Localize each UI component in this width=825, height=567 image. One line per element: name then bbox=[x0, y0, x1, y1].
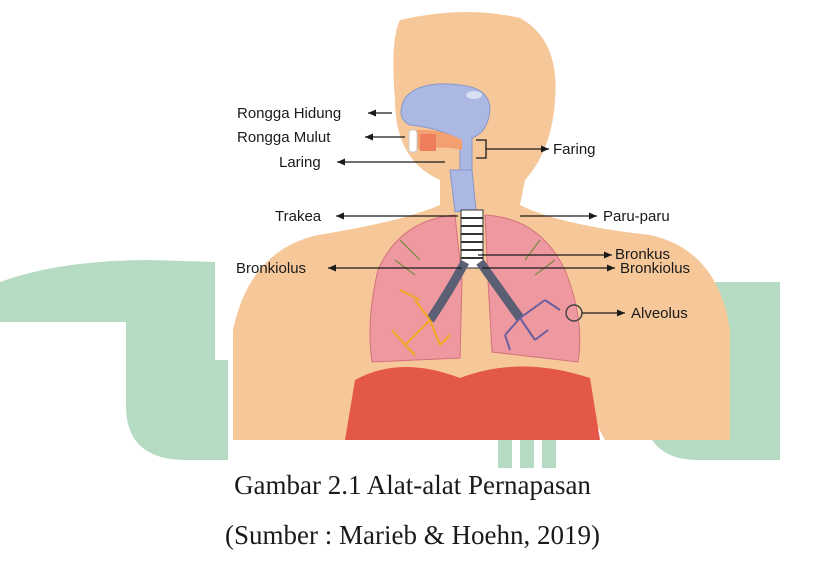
figure-caption-source: (Sumber : Marieb & Hoehn, 2019) bbox=[0, 520, 825, 551]
label-rongga-hidung: Rongga Hidung bbox=[237, 105, 341, 122]
label-rongga-mulut: Rongga Mulut bbox=[237, 129, 331, 146]
label-bronkiolus-left: Bronkiolus bbox=[236, 260, 306, 277]
label-laring: Laring bbox=[279, 154, 321, 171]
teeth bbox=[409, 130, 417, 152]
label-bronkiolus-right: Bronkiolus bbox=[620, 260, 690, 277]
larynx bbox=[450, 170, 476, 212]
label-paru-paru: Paru-paru bbox=[603, 208, 670, 225]
label-trakea: Trakea bbox=[275, 208, 322, 225]
nasal-concha bbox=[466, 91, 482, 99]
diaphragm bbox=[345, 367, 600, 441]
trachea bbox=[461, 210, 483, 268]
label-alveolus: Alveolus bbox=[631, 305, 688, 322]
figure-caption-title: Gambar 2.1 Alat-alat Pernapasan bbox=[0, 470, 825, 501]
oral-tongue bbox=[420, 134, 436, 151]
label-faring: Faring bbox=[553, 141, 596, 158]
